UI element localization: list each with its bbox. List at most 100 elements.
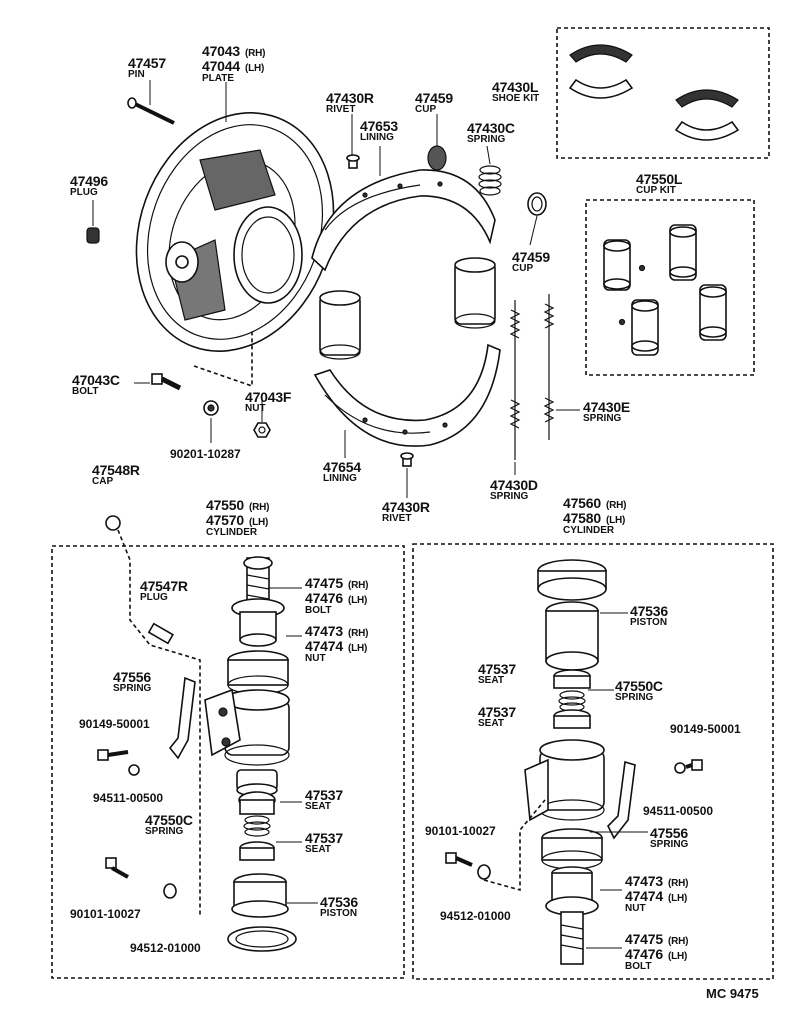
- label-bolt-right: 47475(RH) 47476(LH) BOLT: [625, 932, 688, 972]
- label-plug-top: 47496 PLUG: [70, 174, 108, 198]
- spring-right-part-number: 47556: [650, 825, 688, 841]
- bolt-right-rh-tag: (RH): [667, 936, 689, 947]
- cup-mid-part: [527, 192, 547, 216]
- cyl-left-rh-part-number: 47550: [206, 497, 244, 513]
- label-spring-550c-left: 47550C SPRING: [145, 813, 193, 837]
- label-cup-top: 47459 CUP: [415, 91, 453, 115]
- bolt-left-lh-part-number: 47476: [305, 590, 343, 606]
- label-cap: 47548R CAP: [92, 463, 140, 487]
- label-screw-left-code: 90149-50001: [79, 716, 150, 732]
- plate-nut-part: [253, 422, 271, 438]
- plate-part-name: PLATE: [202, 73, 235, 84]
- spring-c-top-part-name: SPRING: [467, 134, 506, 145]
- lining-bottom-part-name: LINING: [323, 473, 357, 484]
- backing-plate-part: [135, 112, 335, 352]
- label-bolt-left-code: 90101-10027: [70, 906, 141, 922]
- label-plate: 47043(RH) 47044(LH) PLATE: [202, 44, 265, 84]
- label-rivet-top: 47430R RIVET: [326, 91, 374, 115]
- nut-left-lh-part-number: 47474: [305, 638, 343, 654]
- plate-lh-part-number: 47044: [202, 58, 240, 74]
- spring-e-part-name: SPRING: [583, 413, 622, 424]
- bolt-plate-part-number: 47043C: [72, 372, 120, 388]
- bolt-left-lh-tag: (LH): [347, 595, 368, 606]
- piston-right-part-number: 47536: [630, 603, 668, 619]
- label-shoe-kit: 47430L SHOE KIT: [492, 80, 539, 104]
- seat-left-1-part-number: 47537: [305, 787, 343, 803]
- label-cup-kit: 47550L CUP KIT: [636, 172, 682, 196]
- label-spring-right: 47556 SPRING: [650, 826, 688, 850]
- cup-top-part: [427, 145, 447, 171]
- lining-top-part-number: 47653: [360, 118, 398, 134]
- label-nut-left: 47473(RH) 47474(LH) NUT: [305, 624, 368, 664]
- upper-shoe-lining-part: [311, 169, 496, 272]
- leader-lines: [92, 80, 648, 949]
- bolt-right-part-name: BOLT: [625, 961, 652, 972]
- left-cylinder-assembly: [97, 515, 297, 952]
- bolt-left-rh-tag: (RH): [347, 580, 369, 591]
- plug-part: [86, 227, 100, 244]
- rivet-bottom-part: [400, 452, 414, 467]
- cyl-right-rh-part-number: 47560: [563, 495, 601, 511]
- seat-left-2-part-name: SEAT: [305, 844, 331, 855]
- rivet-bottom-part-name: RIVET: [382, 513, 412, 524]
- spring-left-part-number: 47556: [113, 669, 151, 685]
- piston-left-part-number: 47536: [320, 894, 358, 910]
- shoe-kit-part-name: SHOE KIT: [492, 93, 540, 104]
- label-spring-550c-right: 47550C SPRING: [615, 679, 663, 703]
- piston-left-part-name: PISTON: [320, 908, 358, 919]
- bolt-plate-part-name: BOLT: [72, 386, 99, 397]
- label-pin: 47457 PIN: [128, 56, 166, 80]
- label-seat-right-1: 47537 SEAT: [478, 662, 516, 686]
- rivet-top-part-number: 47430R: [326, 90, 374, 106]
- washer-part-number: 90201-10287: [170, 447, 241, 461]
- rivet-bottom-part-number: 47430R: [382, 499, 430, 515]
- spring-d-part-number: 47430D: [490, 477, 538, 493]
- cup-top-part-name: CUP: [415, 104, 437, 115]
- nut-plate-part-name: NUT: [245, 403, 266, 414]
- lower-shoe-lining-part: [313, 343, 501, 447]
- spring-left-part-name: SPRING: [113, 683, 152, 694]
- spring-c-part: [478, 165, 502, 196]
- cyl-left-part-name: CYLINDER: [206, 527, 258, 538]
- spring-d-part-name: SPRING: [490, 491, 529, 502]
- pin-part-name: PIN: [128, 69, 145, 80]
- nut-right-lh-tag: (LH): [667, 893, 688, 904]
- spring-right-part-name: SPRING: [650, 839, 689, 850]
- label-nut-right: 47473(RH) 47474(LH) NUT: [625, 874, 688, 914]
- plate-bolt-guide: [193, 330, 253, 388]
- plug-left-part-number: 47547R: [140, 578, 188, 594]
- label-spring-d: 47430D SPRING: [490, 478, 538, 502]
- nut-left-rh-part-number: 47473: [305, 623, 343, 639]
- label-spring-left: 47556 SPRING: [113, 670, 151, 694]
- label-screw-right-code: 90149-50001: [670, 721, 741, 737]
- label-washer2-left-code: 94512-01000: [130, 940, 201, 956]
- cap-part-name: CAP: [92, 476, 114, 487]
- plate-washer-part: [203, 400, 219, 416]
- drum-cylinder-left: [319, 290, 361, 360]
- cup-mid-part-number: 47459: [512, 249, 550, 265]
- washer2-left-part-number: 94512-01000: [130, 941, 201, 955]
- label-cylinder-left: 47550(RH) 47570(LH) CYLINDER: [206, 498, 269, 538]
- label-seat-left-1: 47537 SEAT: [305, 788, 343, 812]
- cup-kit-illustration: [603, 224, 727, 356]
- spring-e-part-number: 47430E: [583, 399, 631, 415]
- nut-right-part-name: NUT: [625, 903, 646, 914]
- label-lining-bottom: 47654 LINING: [323, 460, 361, 484]
- cup-top-part-number: 47459: [415, 90, 453, 106]
- cup-kit-part-name: CUP KIT: [636, 185, 676, 196]
- washer-right-part-number: 94511-00500: [643, 804, 714, 818]
- bolt-right-lh-tag: (LH): [667, 951, 688, 962]
- label-washer-code: 90201-10287: [170, 446, 241, 462]
- spring-550c-left-part-number: 47550C: [145, 812, 193, 828]
- bolt-left-part-name: BOLT: [305, 605, 332, 616]
- label-seat-right-2: 47537 SEAT: [478, 705, 516, 729]
- seat-right-1-part-name: SEAT: [478, 675, 504, 686]
- diagram-reference-code: MC 9475: [706, 986, 759, 1001]
- label-rivet-bottom: 47430R RIVET: [382, 500, 430, 524]
- label-plug-left: 47547R PLUG: [140, 579, 188, 603]
- nut-left-part-name: NUT: [305, 653, 326, 664]
- return-spring-d-part: [509, 300, 521, 460]
- cup-mid-part-name: CUP: [512, 263, 534, 274]
- label-washer-right-code: 94511-00500: [643, 803, 713, 819]
